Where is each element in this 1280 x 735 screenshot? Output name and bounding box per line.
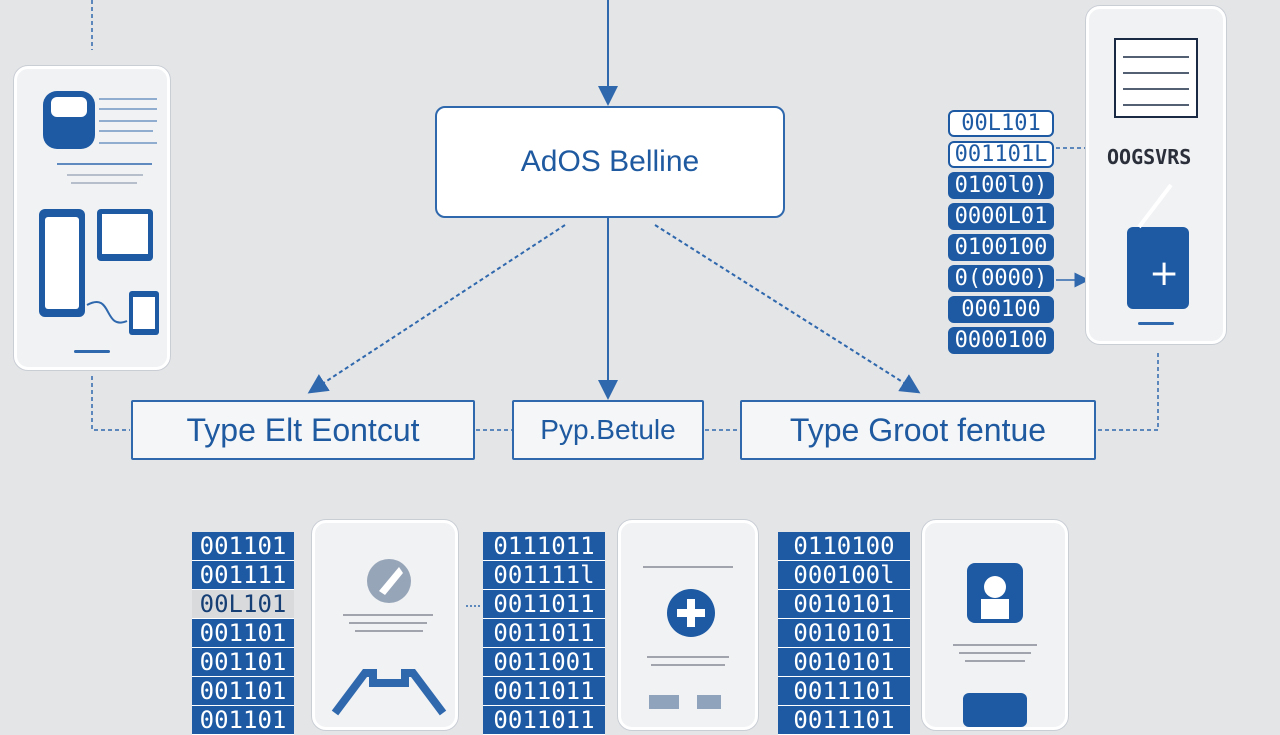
binary-row: 0011101 [778,677,910,706]
side-binary-row: 0100100 [948,234,1054,261]
binary-row: 0011011 [483,677,605,706]
side-binary-row: 001101L [948,141,1054,168]
binary-row: 0011011 [483,706,605,735]
binary-row: 0110100 [778,532,910,561]
binary-row: 0011001 [483,648,605,677]
left-arrow [307,224,566,394]
phone-screen-icon [39,91,159,335]
binary-row: 001101 [192,706,294,735]
side-binary-row: 00L101 [948,110,1054,137]
side-label: OOGSVRS [1107,145,1192,169]
binary-row: 001101 [192,532,294,561]
binary-row: 0011101 [778,706,910,735]
phone-bottom-3 [922,520,1068,730]
root-node: AdOS Belline [435,106,785,218]
phone-right: + OOGSVRS [1086,6,1226,344]
svg-text:+: + [1149,253,1179,294]
binary-row: 00L101 [192,590,294,619]
binary-row: 0011011 [483,590,605,619]
type-node-center: Pyp.Betule [512,400,704,460]
root-node-label: AdOS Belline [520,145,700,178]
phone-bottom-2 [618,520,758,730]
side-binary-row: 0000L01 [948,203,1054,230]
plus-circle-icon [643,566,733,709]
binary-row: 0010101 [778,648,910,677]
binary-row: 0111011 [483,532,605,561]
binary-row: 001111l [483,561,605,590]
type-node-right-label: Type Groot fentue [789,411,1047,448]
binary-row: 0011011 [483,619,605,648]
type-node-left: Type Elt Eontcut [131,400,475,460]
side-binary-row: 0000100 [948,327,1054,354]
binary-row: 000100l [778,561,910,590]
connector-lines [91,0,1159,607]
pen-icon [331,559,447,716]
person-icon [953,563,1037,727]
side-binary-stack: 00L101 001101L 0100l0) 0000L01 0100100 0(0000… [948,110,1054,358]
phone-bottom-1 [312,520,458,730]
binary-row: 0010101 [778,619,910,648]
right-loop-dash [1098,350,1159,431]
diagram-canvas: AdOS Belline Type Elt Eontcut Pyp.Betule… [14,0,1226,735]
right-arrow [654,224,921,394]
phone-note-icon: + [1114,38,1198,309]
binary-row: 0010101 [778,590,910,619]
side-binary-row: 0100l0) [948,172,1054,199]
side-binary-row: 0(0000) [948,265,1054,292]
side-binary-row: 000100 [948,296,1054,323]
binary-row: 001111 [192,561,294,590]
binary-row: 001101 [192,619,294,648]
binary-row: 001101 [192,648,294,677]
phone-left [14,66,170,370]
type-node-right: Type Groot fentue [740,400,1096,460]
type-node-center-label: Pyp.Betule [540,414,676,445]
type-node-left-label: Type Elt Eontcut [186,411,420,448]
left-loop-dash [91,376,130,431]
binary-row: 001101 [192,677,294,706]
